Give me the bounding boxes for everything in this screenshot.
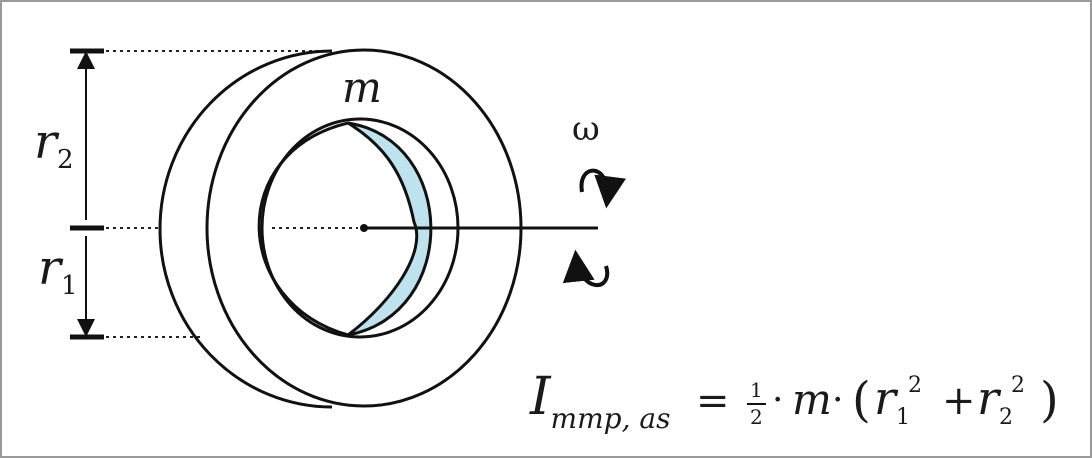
formula-r1-sub: 1 — [896, 405, 910, 430]
formula-r2-sub: 2 — [999, 405, 1013, 430]
inner-bore-left-arc — [257, 121, 349, 337]
r1-label: r1 — [38, 240, 78, 301]
r1-subscript: 1 — [61, 271, 78, 301]
formula-r1-sup: 2 — [908, 373, 922, 398]
moment-of-inertia-formula: Immp, as = 1 2 · m · ( r12 + r22 ) — [529, 367, 1059, 435]
mass-crescent — [347, 121, 433, 337]
fraction-numerator: 1 — [750, 378, 763, 402]
formula-dot-1: · — [772, 380, 783, 421]
formula-m: m — [792, 375, 832, 424]
formula-equals: = — [696, 378, 730, 424]
formula-r1: r12 — [874, 371, 922, 430]
formula-lhs: Immp, as — [529, 367, 670, 435]
rotation-arrow-bottom — [562, 249, 610, 287]
mass-label: m — [342, 63, 382, 112]
fraction-denominator: 2 — [750, 405, 763, 429]
formula-close-paren: ) — [1040, 372, 1059, 428]
formula-open-paren: ( — [852, 372, 871, 428]
back-rim-edge — [158, 49, 333, 409]
r2-label: r2 — [34, 114, 74, 175]
formula-r2: r22 — [977, 371, 1025, 430]
formula-dot-2: · — [832, 380, 843, 421]
rotation-arrow-top — [579, 168, 627, 209]
formula-lhs-subscript: mmp, as — [551, 402, 671, 435]
omega-label: ω — [572, 109, 600, 149]
formula-r2-sup: 2 — [1011, 373, 1025, 398]
formula-plus: + — [942, 378, 976, 424]
r2-subscript: 2 — [57, 145, 74, 175]
